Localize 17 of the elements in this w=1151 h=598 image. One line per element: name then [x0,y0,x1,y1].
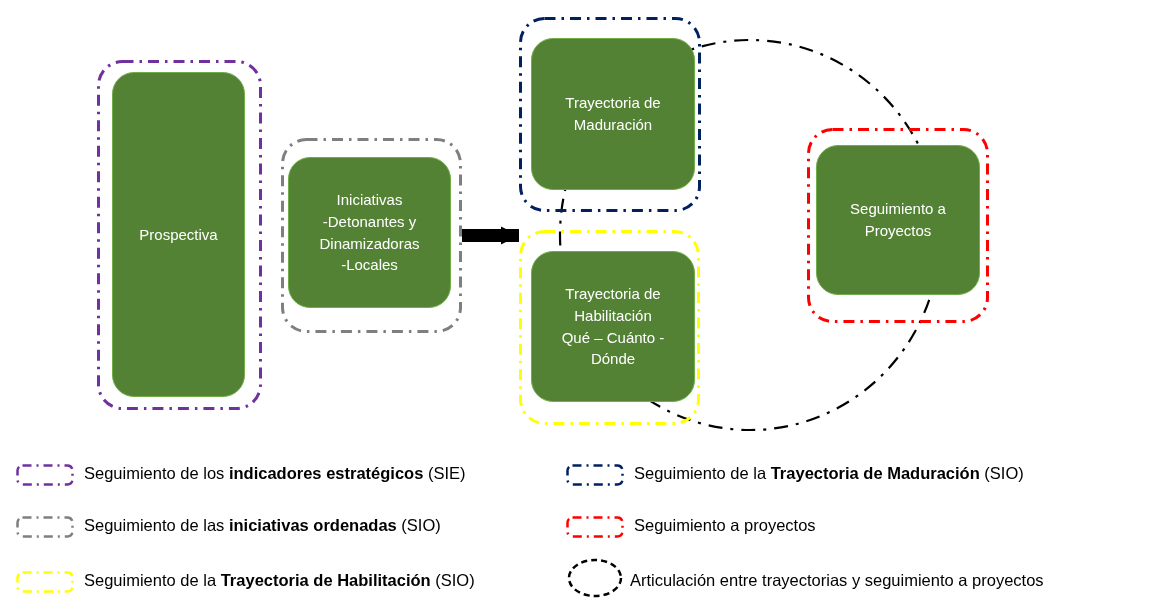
process-box: Trayectoria de Habilitación Qué – Cuánto - Dónde [531,251,695,402]
legend-label: Seguimiento de las iniciativas ordenadas (SIO) [84,516,441,535]
process-box: Trayectoria de Maduración [531,38,695,190]
dash-dot-outline [281,138,462,333]
block-arrow [462,226,519,245]
process-box: Prospectiva [112,72,245,397]
dash-dot-outline [807,128,989,323]
legend-label: Seguimiento de la Trayectoria de Habilitación (SIO) [84,571,475,590]
legend-label: Articulación entre trayectorias y seguimiento a proyectos [630,571,1044,590]
legend-label: Seguimiento a proyectos [634,516,816,535]
process-box: Iniciativas -Detonantes y Dinamizadoras -Locales [288,157,451,308]
dash-dot-outline [519,230,700,425]
dash-dot-outline [97,60,262,410]
legend-label: Seguimiento de la Trayectoria de Maduración (SIO) [634,464,1024,483]
process-box: Seguimiento a Proyectos [816,145,980,295]
legend-label: Seguimiento de los indicadores estratégicos (SIE) [84,464,466,483]
dash-dot-outline [519,17,701,212]
